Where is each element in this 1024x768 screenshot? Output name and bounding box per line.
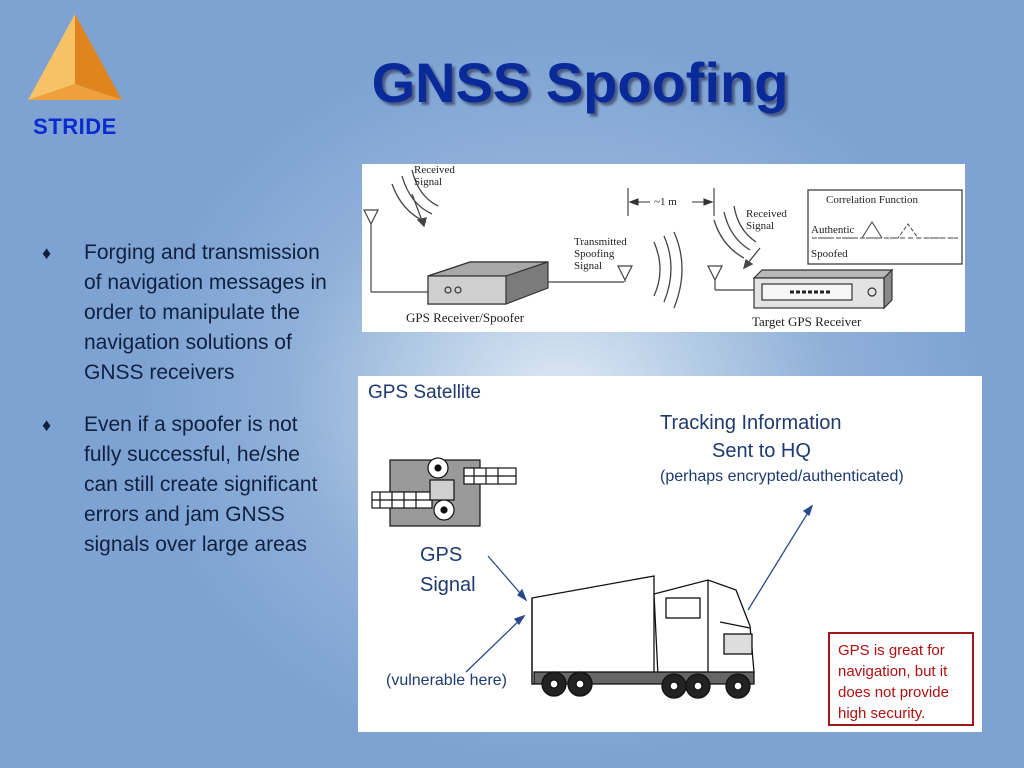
antenna-icon: [617, 265, 633, 282]
antenna-icon: [363, 209, 428, 293]
signal-waves-icon: [391, 169, 439, 228]
spoofer-device-icon: [427, 261, 549, 305]
authentic-label: Authentic: [811, 224, 855, 236]
spoofed-label: Spoofed: [811, 248, 848, 260]
correlation-function-box: [807, 189, 963, 265]
truck-tracking-diagram: GPS Satellite Tracking Information Sent …: [358, 376, 982, 732]
signal-arrow: [465, 504, 814, 673]
bullet-text: Forging and transmission of navigation m…: [84, 241, 327, 384]
diamond-bullet-icon: ♦: [42, 243, 52, 263]
diamond-bullet-icon: ♦: [42, 415, 52, 435]
satellite-icon: [371, 457, 517, 527]
received-signal-label: Received Signal: [414, 164, 455, 188]
antenna-icon: [707, 265, 754, 291]
label-line: Signal: [574, 260, 603, 272]
target-receiver-icon: [752, 268, 894, 310]
tracking-line-3: (perhaps encrypted/authenticated): [660, 468, 904, 485]
bullet-text: Even if a spoofer is not fully successfu…: [84, 413, 318, 556]
satellite-label: GPS Satellite: [368, 382, 481, 403]
tracking-line-1: Tracking Information: [660, 412, 842, 434]
label-line: Signal: [746, 220, 775, 232]
triangle-logo-icon: [28, 14, 122, 100]
target-caption: Target GPS Receiver: [752, 314, 862, 329]
label-line: Transmitted: [574, 236, 627, 248]
stride-logo: STRIDE: [20, 12, 130, 139]
truck-icon: [531, 575, 755, 699]
signal-waves-icon: [713, 205, 761, 270]
label-line: Received: [746, 208, 787, 220]
gps-signal-line-1: GPS: [420, 544, 463, 566]
spoofer-caption: GPS Receiver/Spoofer: [406, 310, 525, 325]
gps-signal-line-2: Signal: [420, 574, 476, 596]
tracking-line-2: Sent to HQ: [712, 440, 811, 462]
label-line: Received: [414, 164, 455, 176]
spoofing-setup-diagram: Received Signal ~1 m Received Signal Tra…: [362, 164, 965, 332]
distance-arrow: [627, 188, 715, 216]
label-line: Spoofing: [574, 248, 615, 260]
page-title: GNSS Spoofing: [371, 51, 789, 114]
vulnerable-label: (vulnerable here): [386, 672, 507, 689]
received-signal-label: Received Signal: [746, 208, 787, 232]
signal-waves-icon: [653, 231, 683, 309]
bullet-item: ♦ Forging and transmission of navigation…: [42, 238, 332, 388]
correlation-title: Correlation Function: [826, 194, 918, 206]
label-line: Signal: [414, 176, 443, 188]
security-note: GPS is great for navigation, but it does…: [828, 632, 974, 726]
bullet-list: ♦ Forging and transmission of navigation…: [42, 238, 332, 582]
transmitted-signal-label: Transmitted Spoofing Signal: [574, 236, 627, 272]
logo-text: STRIDE: [33, 114, 117, 139]
distance-label: ~1 m: [654, 196, 677, 208]
bullet-item: ♦ Even if a spoofer is not fully success…: [42, 410, 332, 560]
